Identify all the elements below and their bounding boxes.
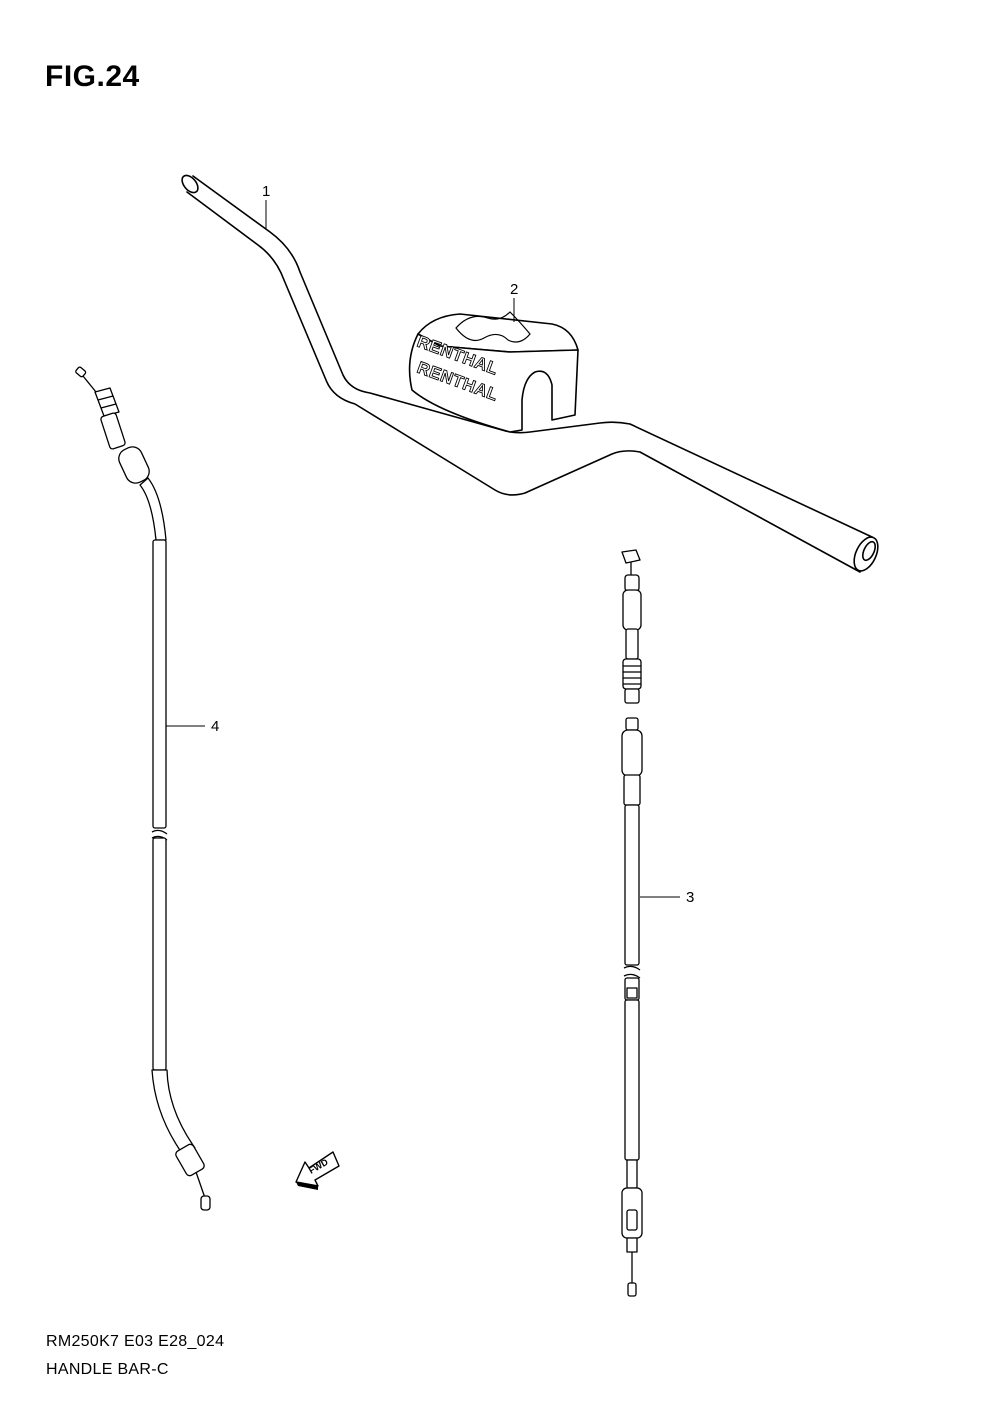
callout-2-number: 2 (510, 281, 518, 298)
throttle-cable (621, 549, 643, 1297)
footer-diagram-code: RM250K7 E03 E28_024 (46, 1333, 225, 1350)
callout-4-number: 4 (211, 718, 219, 735)
callout-3: 3 (640, 889, 694, 906)
handlebar (181, 174, 879, 573)
handlebar-pad: RENTHAL RENTHAL (408, 311, 579, 433)
callout-2: 2 (510, 281, 518, 322)
figure-title: FIG.24 (45, 60, 140, 93)
callout-4: 4 (166, 718, 219, 735)
fwd-arrow-icon: FWD (295, 1151, 340, 1190)
callout-1: 1 (262, 183, 270, 230)
clutch-cable (75, 366, 211, 1211)
callout-3-number: 3 (686, 889, 694, 906)
callout-1-number: 1 (262, 183, 270, 200)
footer-diagram-name: HANDLE BAR-C (46, 1361, 169, 1378)
